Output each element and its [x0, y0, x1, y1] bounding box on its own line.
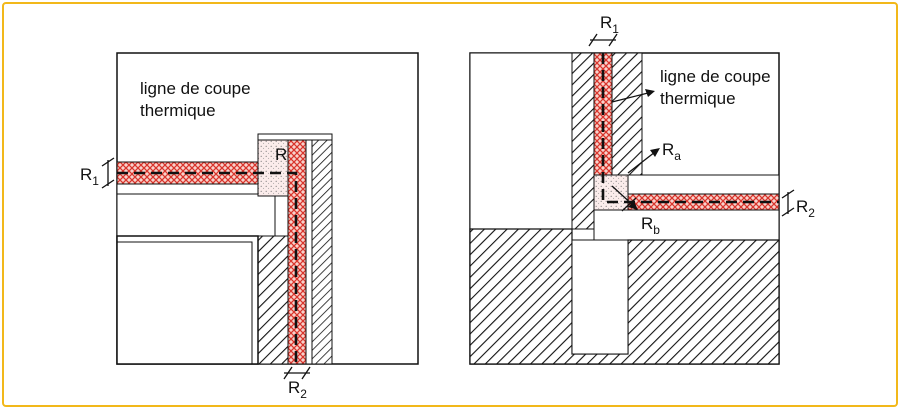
right-label-line1: ligne de coupe: [660, 67, 771, 86]
right-panel: R1 R2 ligne de coupe thermique Ra Rb: [469, 13, 815, 365]
left-slab-underside: [116, 193, 276, 237]
right-ra-label: Ra: [662, 140, 681, 163]
left-slab-plate: [116, 183, 259, 195]
left-inner-wall: [257, 235, 289, 365]
right-junction-block: [593, 174, 629, 212]
left-r-label: R: [275, 145, 287, 164]
right-outer-wall: [611, 52, 643, 176]
left-cap-plate: [257, 133, 333, 141]
left-wall-liner: [305, 139, 313, 365]
left-r1-dimension: [101, 157, 115, 189]
right-r1-label: R1: [600, 13, 619, 36]
left-thermal-cut-line: [117, 171, 298, 364]
left-panel: R1 R R2 ligne de coupe thermique: [80, 52, 419, 401]
left-r2-dimension: [283, 366, 311, 380]
right-foundation-gap: [571, 239, 629, 355]
left-junction-block: [257, 139, 289, 197]
left-outer-wall: [311, 139, 333, 365]
right-rb-arrow: [611, 185, 638, 212]
right-floor-slab: [593, 209, 780, 241]
right-floor-screed: [627, 174, 780, 195]
right-label-arrow: [611, 89, 655, 103]
left-r2-label: R2: [288, 378, 307, 401]
right-r2-label: R2: [796, 197, 815, 220]
right-r2-dimension: [781, 189, 795, 217]
left-room-box: [116, 235, 259, 365]
left-room-inner: [116, 241, 253, 365]
right-inner-wall: [571, 52, 595, 230]
right-upper-left-room: [469, 52, 573, 230]
left-label-line1: ligne de coupe: [140, 79, 251, 98]
right-r1-dimension: [588, 33, 618, 47]
left-r1-label: R1: [80, 165, 99, 188]
left-label-line2: thermique: [140, 101, 216, 120]
right-rb-label: Rb: [641, 214, 660, 237]
right-ra-arrow: [627, 148, 660, 174]
right-label-line2: thermique: [660, 89, 736, 108]
